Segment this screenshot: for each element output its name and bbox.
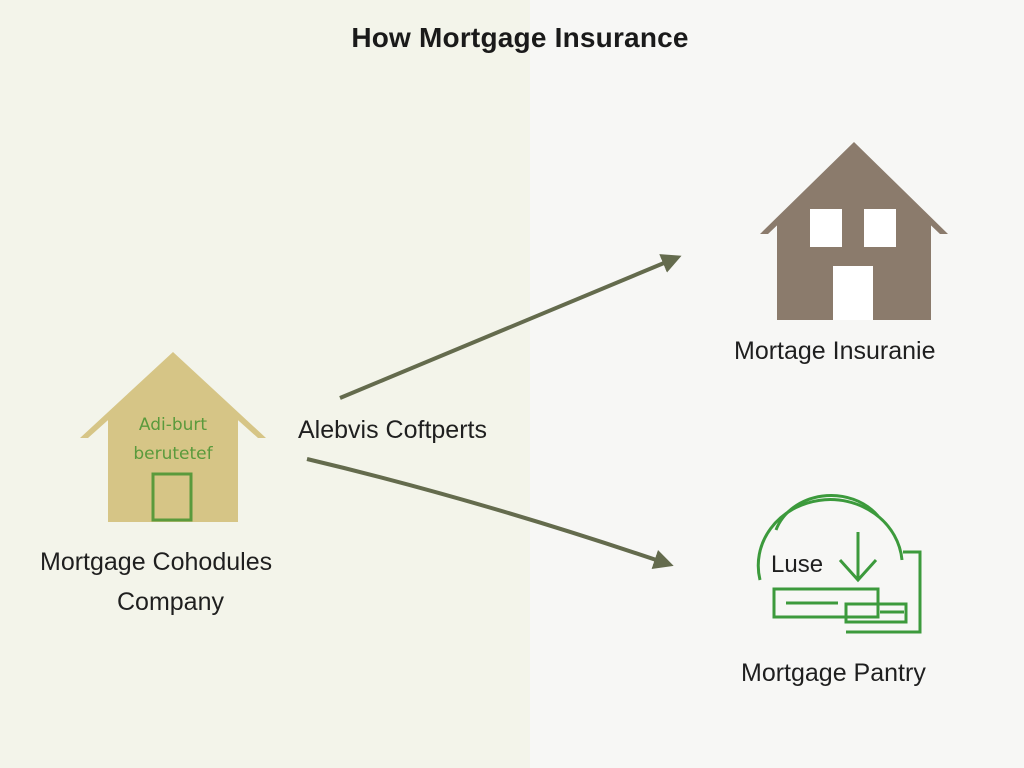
mortgage-company-label-line2: Company xyxy=(117,588,224,616)
diagram-title: How Mortgage Insurance xyxy=(351,22,689,53)
mortgage-pantry-label: Mortgage Pantry xyxy=(741,659,926,687)
right-panel xyxy=(530,0,1024,768)
left-panel xyxy=(0,0,530,768)
mortgage-insurance-label: Mortage Insuranie xyxy=(734,337,936,365)
middle-label: Alebvis Coftperts xyxy=(298,416,487,444)
mortgage-company-label-line1: Mortgage Cohodules xyxy=(40,548,273,576)
